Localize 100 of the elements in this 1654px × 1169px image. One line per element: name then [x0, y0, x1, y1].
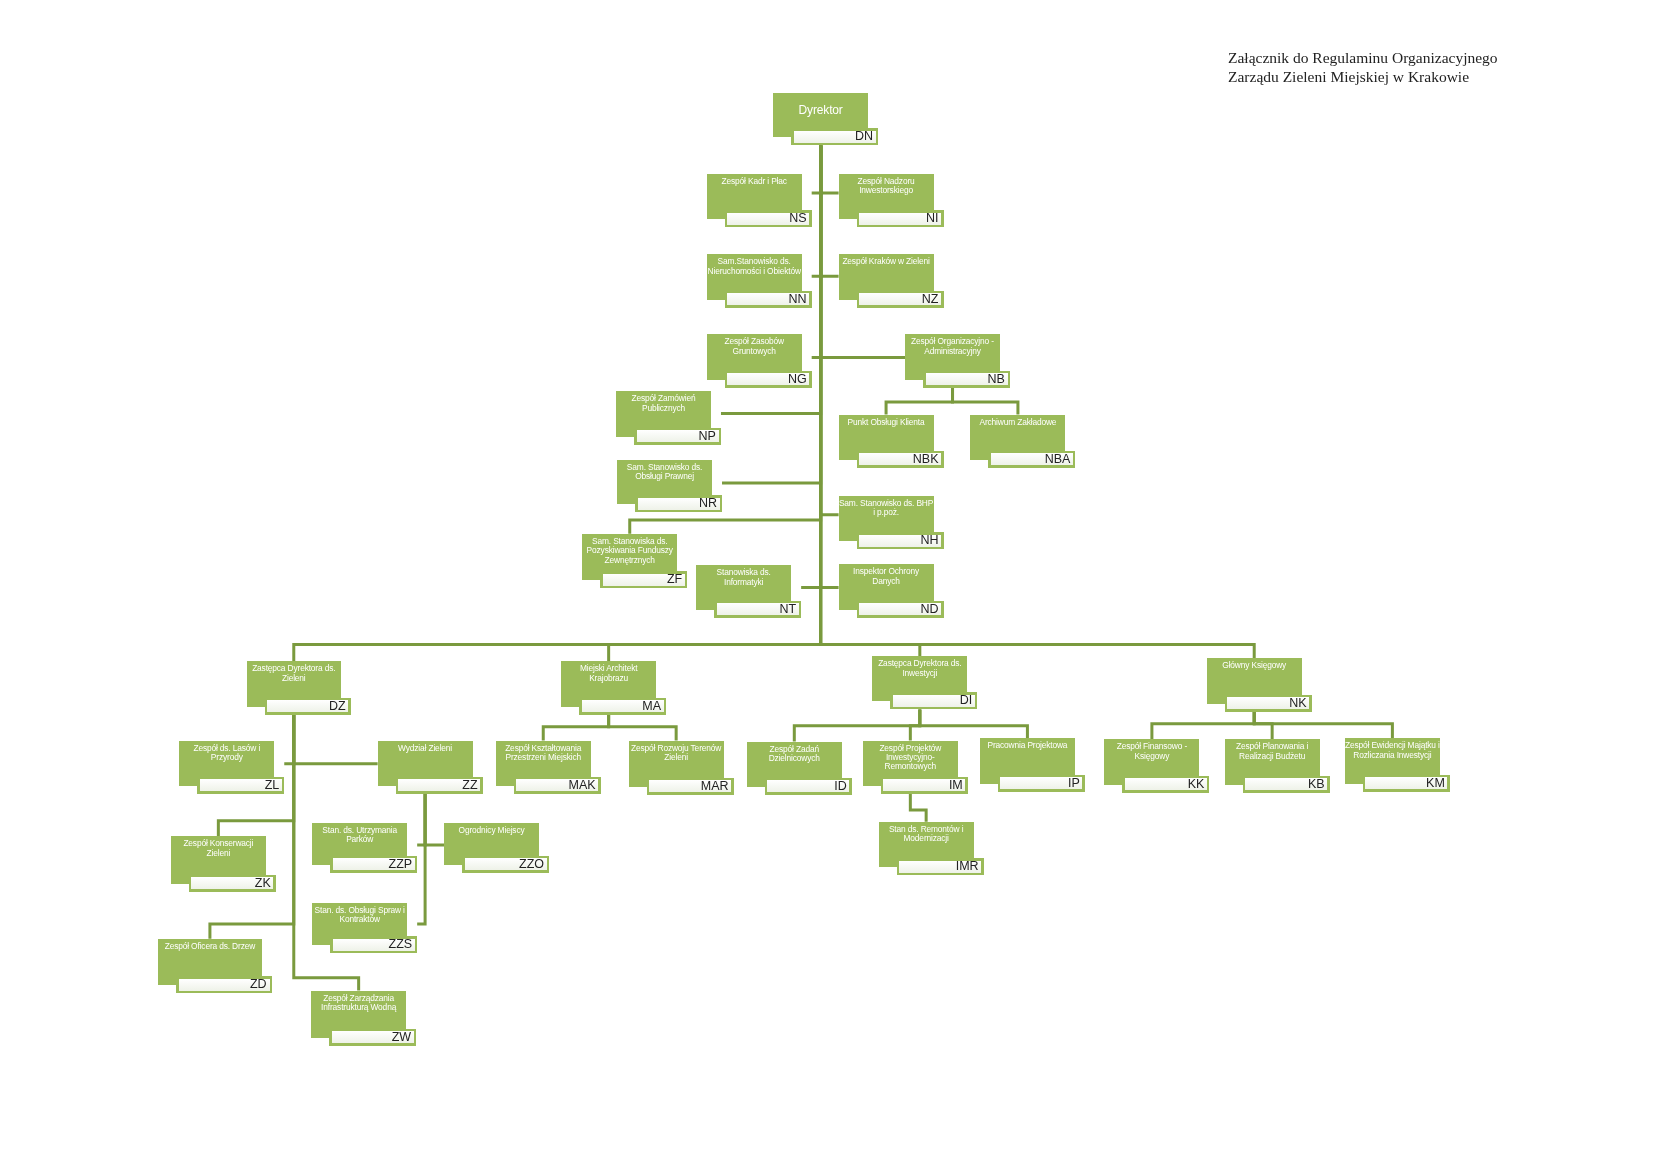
unit-name: Zespół Oficera ds. Drzew	[163, 941, 257, 952]
unit-name: Archiwum Zakładowe	[978, 417, 1058, 427]
unit-code: IM	[948, 778, 963, 792]
unit-name: Stan. ds. Obsługi Spraw i Kontraktów	[313, 905, 406, 925]
unit-name: Miejski Architekt Krajobrazu	[578, 664, 639, 684]
unit-card	[872, 656, 978, 710]
unit-code: MAK	[568, 778, 596, 792]
unit-code: ZZO	[519, 857, 544, 871]
connector-line	[292, 714, 361, 991]
unit-code: NH	[920, 534, 939, 548]
unit-name: Zespół Konserwacji Zieleni	[182, 839, 255, 859]
unit-name: Pracownia Projektowa	[986, 741, 1069, 751]
unit-name: Zespół Zarządzania Infrastrukturą Wodną	[320, 993, 398, 1013]
unit-name: Stan. ds. Utrzymania Parków	[321, 825, 399, 845]
unit-card	[377, 740, 483, 794]
connector-line	[417, 793, 427, 926]
unit-card	[706, 174, 812, 228]
unit-code: KM	[1426, 776, 1445, 790]
connector-line	[607, 714, 678, 741]
unit-card	[905, 334, 1010, 388]
unit-card	[838, 495, 944, 550]
unit-code: NB	[987, 372, 1005, 386]
unit-name: Inspektor Ochrony Danych	[852, 567, 920, 587]
unit-code: MA	[642, 699, 662, 713]
unit-code: NT	[779, 602, 797, 616]
unit-card	[312, 902, 418, 954]
unit-card	[444, 822, 549, 873]
connector-line	[918, 709, 1029, 739]
unit-card	[561, 661, 667, 715]
unit-name: Dyrektor	[797, 103, 844, 118]
unit-code: NZ	[921, 292, 939, 306]
unit-card	[582, 533, 688, 589]
unit-card	[696, 565, 802, 618]
unit-name: Punkt Obsługi Klienta	[846, 417, 926, 427]
unit-name: Zespół Projektów Inwestycyjno-Remontowych	[878, 743, 943, 772]
unit-name: Zespół ds. Lasów i Przyrody	[192, 743, 262, 763]
unit-card	[246, 661, 351, 715]
unit-card	[862, 740, 968, 794]
unit-name: Zespół Ewidencji Majątku i Rozliczania Inwestycji	[1344, 741, 1440, 761]
unit-name: Zespół Kraków w Zieleni	[841, 257, 931, 267]
unit-code: NK	[1289, 696, 1307, 710]
unit-card	[158, 938, 272, 994]
unit-code: ZZP	[388, 857, 413, 871]
unit-card	[706, 334, 812, 388]
unit-name: Zespół Zasobów Gruntowych	[723, 337, 785, 357]
unit-name: Zespół Planowania i Realizacji Budżetu	[1235, 742, 1310, 762]
unit-name: Zespół Zadań Dzielnicowych	[767, 744, 821, 764]
unit-code: DZ	[329, 699, 346, 713]
unit-code: KB	[1307, 777, 1325, 791]
unit-name: Zespół Finansowo - Księgowy	[1115, 742, 1189, 762]
unit-code: ZZS	[388, 938, 413, 952]
connector-line	[1252, 711, 1394, 739]
unit-card	[616, 391, 721, 445]
unit-code: NBA	[1044, 452, 1071, 466]
unit-code: NN	[788, 292, 807, 306]
unit-code: ND	[920, 602, 939, 616]
unit-name: Zespół Zamówień Publicznych	[630, 394, 697, 414]
unit-code: DN	[855, 130, 874, 144]
unit-name: Stan ds. Remontów i Modernizacji	[887, 824, 965, 844]
unit-card	[311, 990, 417, 1046]
unit-card	[617, 459, 722, 513]
unit-card	[1206, 658, 1312, 712]
unit-code: ZD	[249, 978, 267, 992]
unit-name: Sam. Stanowiska ds. Pozyskiwania Funduszy Zewnętrznych	[585, 536, 674, 565]
annex-heading: Załącznik do Regulaminu Organizacyjnego Zarządu Zieleni Miejskiej w Krakowie	[1228, 48, 1499, 86]
unit-code: KK	[1187, 777, 1205, 791]
unit-code: NI	[926, 212, 939, 226]
unit-card	[746, 741, 852, 795]
unit-code: NG	[787, 372, 807, 386]
unit-name: Wydział Zieleni	[397, 743, 454, 753]
unit-card	[878, 821, 984, 876]
unit-name: Sam.Stanowisko ds. Nieruchomości i Obiektów	[706, 257, 802, 276]
unit-name: Sam. Stanowisko ds. Obsługi Prawnej	[625, 462, 704, 482]
unit-card	[1224, 739, 1330, 793]
unit-card	[628, 740, 734, 795]
connector-line	[908, 793, 928, 822]
unit-card	[1344, 738, 1450, 792]
unit-card	[838, 564, 944, 618]
unit-code: DI	[959, 694, 973, 708]
unit-name: Zespół Kształtowania Przestrzeni Miejskich	[504, 743, 583, 763]
unit-card	[838, 174, 944, 228]
unit-code: MAR	[700, 779, 729, 793]
unit-code: NBK	[912, 452, 939, 466]
unit-name: Stanowiska ds. Informatyki	[715, 568, 772, 588]
unit-code: ZF	[666, 573, 683, 587]
unit-name: Sam. Stanowisko ds. BHP i p.poż.	[838, 498, 934, 518]
unit-card	[838, 254, 944, 308]
unit-name: Zespół Organizacyjno - Administracyjny	[910, 337, 995, 357]
unit-name: Zastępca Dyrektora ds. Zieleni	[251, 664, 337, 684]
unit-code: ZL	[264, 778, 280, 792]
unit-card	[495, 740, 601, 794]
unit-card	[979, 738, 1085, 792]
unit-card	[179, 740, 285, 794]
unit-name: Główny Księgowy	[1221, 661, 1288, 671]
unit-name: Ogrodnicy Miejscy	[457, 825, 526, 836]
unit-code: ID	[834, 779, 847, 793]
unit-code: IMR	[955, 860, 979, 874]
unit-name: Zespół Rozwoju Terenów Zieleni	[630, 743, 723, 763]
unit-card	[773, 92, 879, 146]
unit-card	[170, 836, 276, 892]
